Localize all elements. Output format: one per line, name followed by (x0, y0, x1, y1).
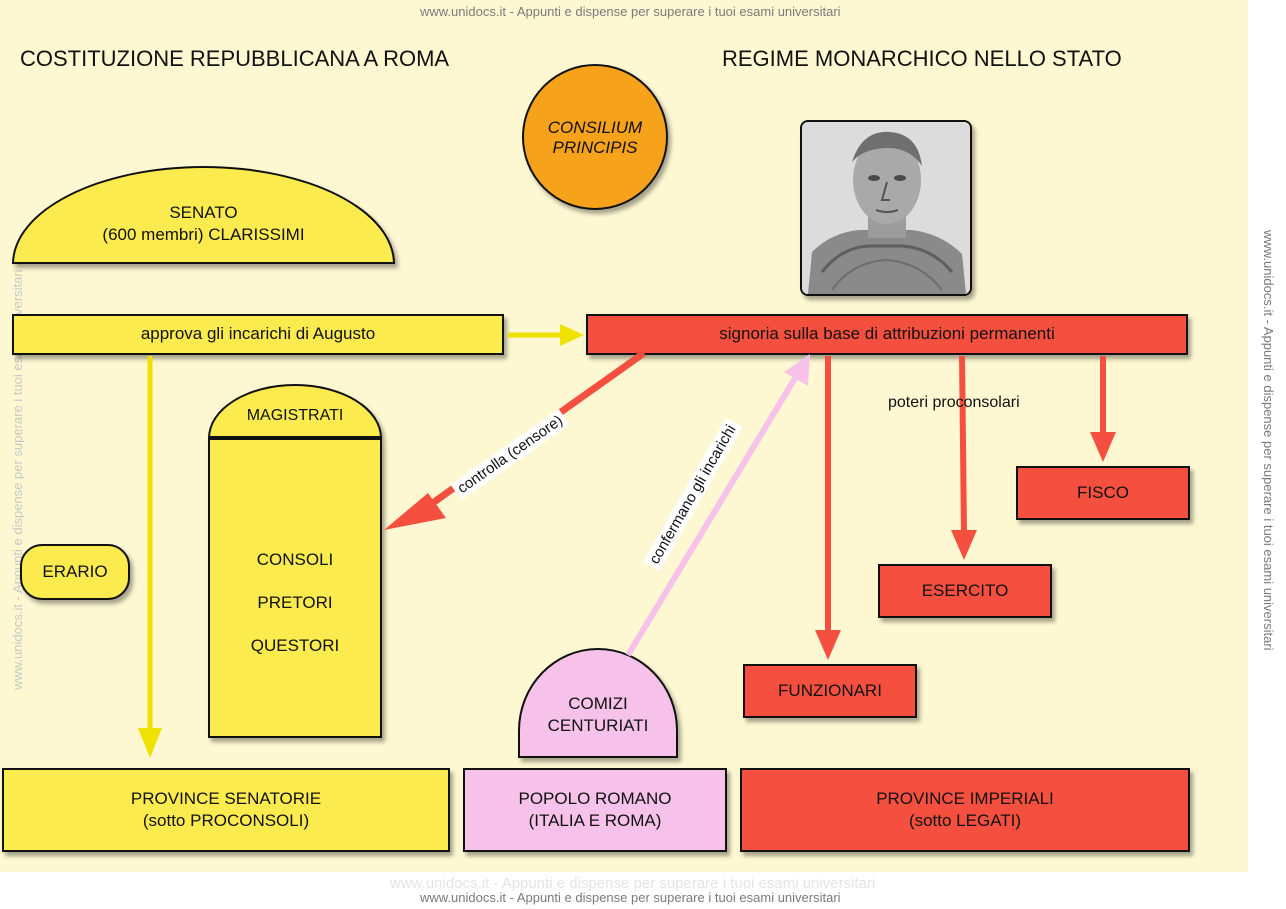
arrowhead-esercito (951, 530, 977, 560)
comizi-line2: CENTURIATI (547, 716, 649, 735)
approva-bar: approva gli incarichi di Augusto (12, 314, 504, 355)
signoria-bar: signoria sulla base di attribuzioni perm… (586, 314, 1188, 355)
arrowhead-approva-signoria (560, 324, 584, 346)
province-imperiali-line2: (sotto LEGATI) (908, 811, 1022, 830)
popolo-line1: POPOLO ROMANO (518, 788, 672, 808)
esercito-box: ESERCITO (878, 564, 1052, 618)
erario-box: ERARIO (20, 544, 130, 600)
arrowhead-funzionari (815, 630, 841, 660)
popolo-romano-box: POPOLO ROMANO (ITALIA E ROMA) (463, 768, 727, 852)
magistrati-body: CONSOLI PRETORI QUESTORI (208, 438, 382, 738)
title-left: COSTITUZIONE REPUBBLICANA A ROMA (20, 46, 450, 71)
fisco-box: FISCO (1016, 466, 1190, 520)
watermark-bottom-faint: www.unidocs.it - Appunti e dispense per … (390, 875, 876, 892)
comizi-line1: COMIZI (568, 693, 628, 713)
arrowhead-approva-province (138, 728, 162, 758)
bust-icon (802, 122, 970, 294)
province-senatorie-line1: PROVINCE SENATORIE (130, 788, 322, 808)
arrow-confermano (625, 368, 803, 657)
arrow-esercito (959, 355, 967, 535)
magistrato-pretori: PRETORI (257, 593, 333, 612)
augustus-portrait-icon (800, 120, 972, 296)
province-imperiali-box: PROVINCE IMPERIALI (sotto LEGATI) (740, 768, 1190, 852)
senato-line2: (600 membri) CLARISSIMI (102, 225, 305, 244)
label-poteri-proconsolari: poteri proconsolari (888, 394, 1020, 411)
arrowhead-controlla (384, 493, 446, 530)
magistrato-consoli: CONSOLI (256, 550, 334, 569)
funzionari-box: FUNZIONARI (743, 664, 917, 718)
senato-line1: SENATO (169, 202, 238, 222)
arrowhead-confermano (784, 354, 810, 386)
consilium-line2: PRINCIPIS (552, 138, 638, 158)
province-senatorie-line2: (sotto PROCONSOLI) (142, 811, 310, 830)
province-imperiali-line1: PROVINCE IMPERIALI (876, 788, 1054, 808)
watermark-bottom: www.unidocs.it - Appunti e dispense per … (420, 890, 841, 905)
title-right: REGIME MONARCHICO NELLO STATO (722, 46, 1122, 71)
watermark-top: www.unidocs.it - Appunti e dispense per … (420, 4, 841, 19)
arrowhead-fisco (1090, 432, 1116, 462)
consilium-line1: CONSILIUM (547, 118, 643, 137)
consilium-principis: CONSILIUM PRINCIPIS (522, 64, 668, 210)
magistrato-questori: QUESTORI (250, 636, 340, 655)
popolo-line2: (ITALIA E ROMA) (528, 811, 662, 830)
province-senatorie-box: PROVINCE SENATORIE (sotto PROCONSOLI) (2, 768, 450, 852)
